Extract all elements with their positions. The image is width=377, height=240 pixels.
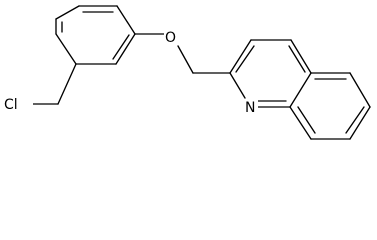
bond-c2-c3-inner (235, 45, 255, 73)
oxygen-label-background (164, 28, 178, 44)
bond-c6-c7-inner (345, 106, 365, 134)
bond-c4a-c8a (289, 72, 312, 108)
bond-c4-c4a-inner (288, 45, 306, 73)
quinoline-benzo-ring (289, 72, 371, 140)
nitrogen-label: N (245, 100, 255, 116)
bond-benzene-right-lower (115, 33, 136, 65)
chloromethyl-group (31, 63, 77, 105)
bond-c8-c8a (289, 106, 312, 140)
chemical-structure: Cl O N (3, 5, 371, 140)
bond-benzene-inner-right (112, 34, 130, 60)
bond-ring-to-ch2 (57, 63, 77, 105)
chlorine-label-background (3, 95, 33, 113)
bond-benzene-top-left (55, 5, 80, 20)
bond-c5-c6 (349, 72, 371, 108)
bond-benzene-left-lower (55, 33, 77, 65)
bond-c2-c3 (229, 39, 252, 74)
bond-c6-c7 (349, 106, 371, 140)
ether-linker (134, 33, 231, 74)
structure-diagram: Cl O N (3, 5, 371, 140)
bond-benzene-right-upper (116, 5, 136, 35)
chlorine-label: Cl (4, 97, 18, 113)
atom-labels: Cl O N (3, 28, 258, 116)
oxygen-label: O (165, 30, 176, 46)
bond-c8-c8a-inner (297, 106, 316, 134)
bond-c4-c4a (290, 39, 312, 74)
nitrogen-label-background (244, 99, 258, 115)
benzene-ring (55, 5, 136, 65)
bond-oxygen-to-ch2 (177, 45, 194, 74)
bond-n-c2 (229, 72, 246, 99)
quinoline-pyridine-ring (229, 39, 312, 108)
